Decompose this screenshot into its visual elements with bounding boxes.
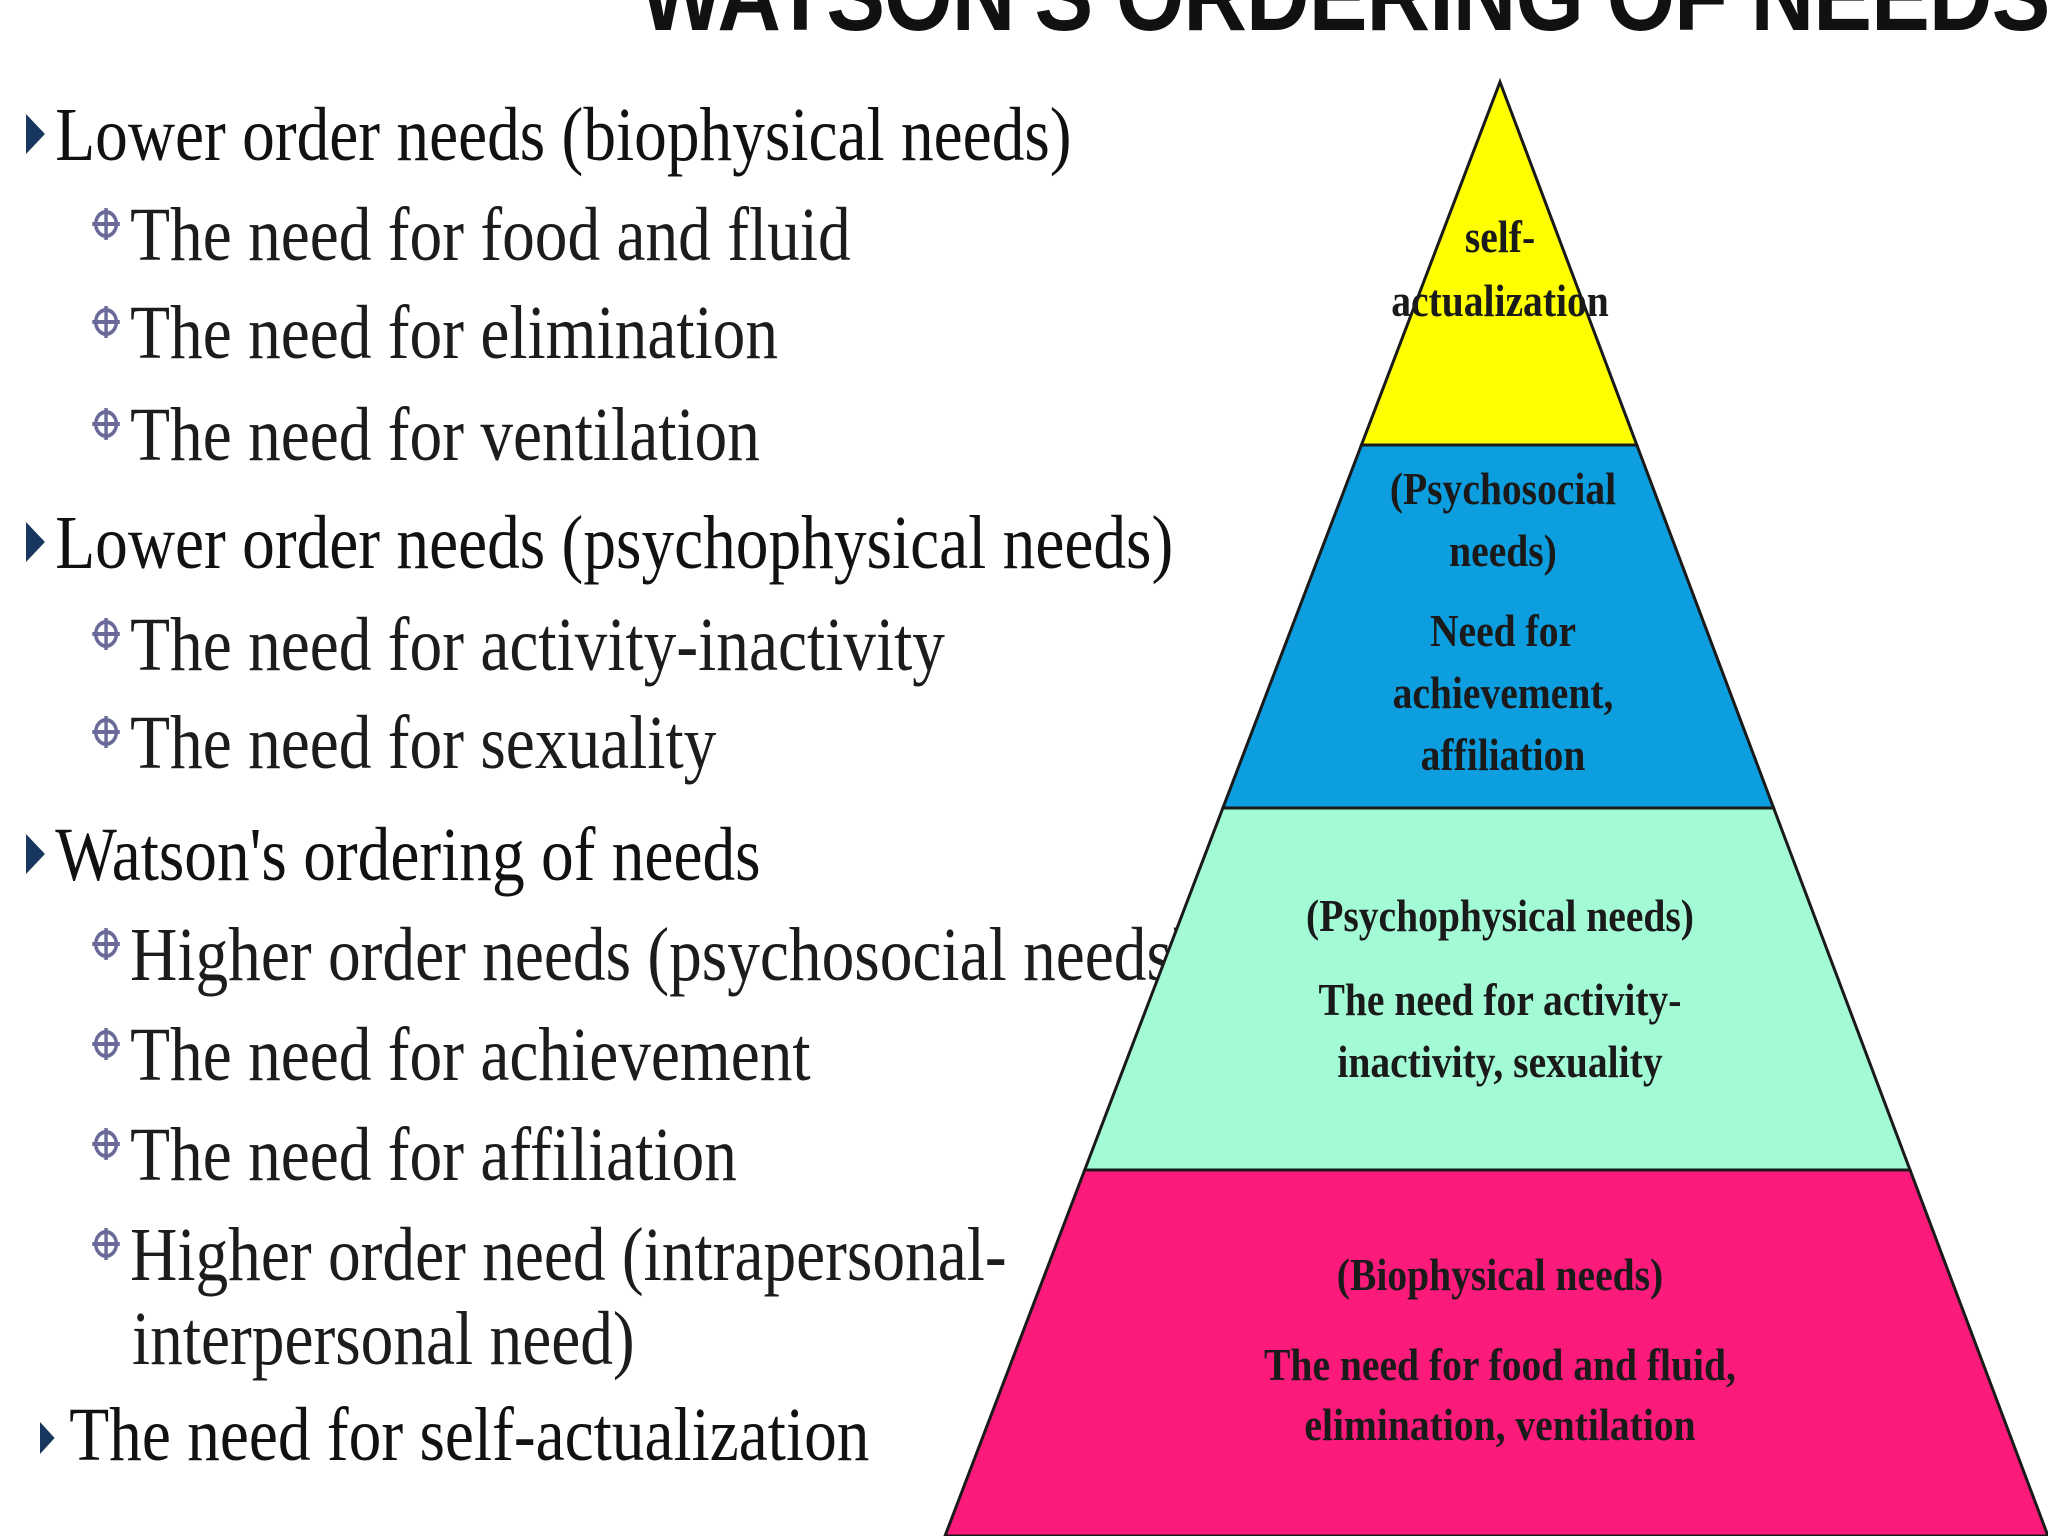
crosshair-bullet-icon (92, 208, 120, 240)
self-actualization-tier-label: self-actualization (1200, 205, 1800, 333)
tier-label-line: The need for activity- (1318, 974, 1682, 1025)
crosshair-bullet-icon (92, 306, 120, 338)
tier-label-line: elimination, ventilation (1304, 1399, 1696, 1450)
crosshair-bullet-icon (92, 1028, 120, 1060)
crosshair-bullet-icon (92, 716, 120, 748)
bullet-text: Lower order needs (biophysical needs) (55, 93, 1072, 177)
bullet-text: The need for food and fluid (130, 193, 851, 277)
tier-label-line: actualization (1391, 275, 1609, 326)
crosshair-bullet-icon (92, 1128, 120, 1160)
bullet-text: interpersonal need) (132, 1297, 635, 1381)
tier-label-line: Need for (1429, 605, 1577, 656)
tier-label-line: (Psychophysical needs) (1306, 890, 1694, 941)
bullet-text: Lower order needs (psychophysical needs) (55, 501, 1174, 585)
bullet-text: The need for self-actualization (69, 1393, 870, 1477)
triangle-bullet-icon (26, 522, 45, 562)
bullet-text: The need for achievement (130, 1013, 811, 1097)
psychosocial-tier-label: (Psychosocial needs) Need for achievement, a… (1203, 458, 1803, 786)
bullet-text: Higher order need (intrapersonal- (130, 1213, 1007, 1297)
bullet-text: The need for sexuality (130, 701, 717, 785)
triangle-bullet-icon (40, 1422, 55, 1454)
tier-label-line: (Biophysical needs) (1336, 1249, 1664, 1300)
triangle-bullet-icon (26, 834, 45, 874)
psychophysical-tier-label: (Psychophysical needs) The need for activ… (1200, 885, 1800, 1093)
triangle-bullet-icon (26, 114, 45, 154)
bullet-text: Higher order needs (psychosocial needs) (130, 913, 1194, 997)
crosshair-bullet-icon (92, 408, 120, 440)
bullet-text: The need for activity-inactivity (130, 603, 945, 687)
slide-title: WATSON'S ORDERING OF NEEDS (640, 0, 2048, 56)
bullet-text: The need for elimination (130, 291, 779, 375)
crosshair-bullet-icon (92, 928, 120, 960)
bullet-text: Watson's ordering of needs (55, 813, 761, 897)
tier-label-line: The need for food and fluid, (1264, 1339, 1736, 1390)
tier-label-line: affiliation (1420, 729, 1586, 780)
tier-label-line: self- (1464, 211, 1536, 262)
tier-label-line: achievement, (1392, 667, 1614, 718)
tier-label-line: needs) (1449, 525, 1557, 576)
bullet-text: The need for affiliation (130, 1113, 737, 1197)
crosshair-bullet-icon (92, 618, 120, 650)
crosshair-bullet-icon (92, 1228, 120, 1260)
tier-label-line: inactivity, sexuality (1337, 1036, 1663, 1087)
tier-label-line: (Psychosocial (1389, 463, 1617, 514)
biophysical-tier (943, 1168, 2048, 1536)
biophysical-tier-label: (Biophysical needs) The need for food and… (1200, 1245, 1800, 1455)
bullet-text: The need for ventilation (130, 393, 760, 477)
